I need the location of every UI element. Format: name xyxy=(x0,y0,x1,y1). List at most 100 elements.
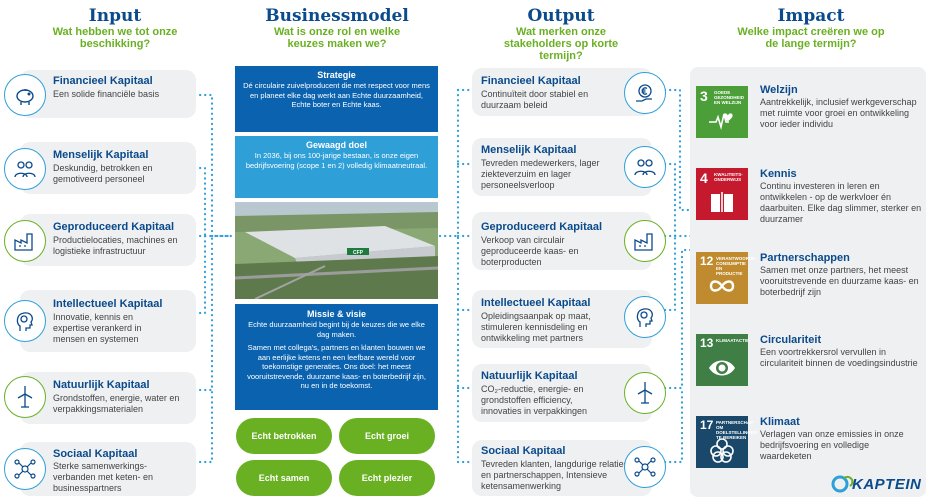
card-title: Geproduceerd Kapitaal xyxy=(481,221,603,233)
card-desc: Opleidingsaanpak op maat, stimuleren ken… xyxy=(481,311,591,343)
factory-icon xyxy=(4,220,46,262)
impact-title: Impact xyxy=(777,6,845,26)
impact-klimaat: Klimaat Verlagen van onze emissies in on… xyxy=(760,416,922,462)
impact-header: Impact Welke impact creëren we op de lan… xyxy=(700,6,922,50)
card-title: Intellectueel Kapitaal xyxy=(53,298,163,310)
network-icon xyxy=(4,448,46,490)
network-icon xyxy=(624,446,666,488)
input-card-natural: Natuurlijk Kapitaal Grondstoffen, energi… xyxy=(20,372,196,424)
output-card-natural: Natuurlijk Kapitaal CO₂-reductie, energi… xyxy=(472,364,652,422)
card-desc: Sterke samenwerkings-verbanden met keten… xyxy=(53,461,154,493)
value-pill-betrokken: Echt betrokken xyxy=(236,418,332,454)
input-subtitle: Wat hebben we tot onze beschikking? xyxy=(52,26,178,50)
card-desc: Grondstoffen, energie, water en verpakki… xyxy=(53,393,180,414)
impact-desc: Een voortrekkersrol vervullen in circula… xyxy=(760,347,918,368)
sdg-4-tile: 4 KWALITEITS-ONDERWIJS xyxy=(696,168,748,220)
sdg-12-tile: 12 VERANTWOORDE CONSUMPTIE EN PRODUCTIE xyxy=(696,252,756,304)
value-pill-groei: Echt groei xyxy=(339,418,435,454)
impact-title: Kennis xyxy=(760,168,797,180)
card-desc: Innovatie, kennis en expertise verankerd… xyxy=(53,312,142,344)
card-desc: Tevreden klanten, langdurige relaties en… xyxy=(481,459,629,491)
sdg-number: 12 xyxy=(700,254,714,268)
mission-title: Missie & visie xyxy=(306,309,367,319)
brain-head-icon xyxy=(4,300,46,342)
impact-kennis: Kennis Continu investeren in leren en on… xyxy=(760,168,922,225)
card-title: Financieel Kapitaal xyxy=(481,75,581,87)
output-header: Output Wat merken onze stakeholders op k… xyxy=(455,6,667,62)
people-icon xyxy=(624,146,666,188)
card-title: Intellectueel Kapitaal xyxy=(481,297,591,309)
sdg-number: 17 xyxy=(700,418,714,432)
sdg-label: VERANTWOORDE CONSUMPTIE EN PRODUCTIE xyxy=(716,256,756,276)
input-card-financial: Financieel Kapitaal Een solide financiël… xyxy=(20,70,196,118)
sdg-13-tile: 13 KLIMAATACTIE xyxy=(696,334,750,386)
strategy-title: Strategie xyxy=(317,70,356,80)
card-desc: Verkoop van circulair geproduceerde kaas… xyxy=(481,235,579,267)
sdg-label: PARTNERSCHAP OM DOELSTELLINGEN TE BEREIK… xyxy=(716,420,758,440)
card-desc: Deskundig, betrokken en gemotiveerd pers… xyxy=(53,163,153,184)
impact-partnerschappen: Partnerschappen Samen met onze partners,… xyxy=(760,252,922,298)
logo-text: KAPTEIN xyxy=(852,476,922,493)
book-icon xyxy=(711,192,733,212)
value-pill-plezier: Echt plezier xyxy=(339,460,435,496)
heartbeat-icon xyxy=(709,113,733,131)
brain-head-icon xyxy=(624,296,666,338)
card-title: Menselijk Kapitaal xyxy=(481,144,577,156)
strategy-box: Strategie Dé circulaire zuivelproducent … xyxy=(235,66,438,132)
input-header: Input Wat hebben we tot onze beschikking… xyxy=(20,6,210,50)
card-desc: CO₂-reductie, energie- en grondstoffen e… xyxy=(481,384,588,416)
impact-desc: Continu investeren in leren en ontwikkel… xyxy=(760,181,922,224)
output-card-produced: Geproduceerd Kapitaal Verkoop van circul… xyxy=(472,212,652,270)
output-card-intellectual: Intellectueel Kapitaal Opleidingsaanpak … xyxy=(472,290,652,348)
input-title: Input xyxy=(88,6,142,26)
infinity-icon xyxy=(709,280,735,292)
eye-globe-icon xyxy=(709,360,735,376)
output-subtitle: Wat merken onze stakeholders op korte te… xyxy=(503,26,619,62)
euro-hand-icon xyxy=(624,72,666,114)
card-title: Financieel Kapitaal xyxy=(53,75,153,87)
sdg-3-tile: 3 GOEDE GEZONDHEID EN WELZIJN xyxy=(696,86,748,138)
card-title: Menselijk Kapitaal xyxy=(53,149,149,161)
sdg-number: 13 xyxy=(700,336,714,350)
output-card-social: Sociaal Kapitaal Tevreden klanten, langd… xyxy=(472,440,652,496)
sdg-label: KWALITEITS-ONDERWIJS xyxy=(714,172,743,182)
wind-turbine-icon xyxy=(624,372,666,414)
business-header: Businessmodel Wat is onze rol en welke k… xyxy=(236,6,438,50)
kaptein-logo-icon xyxy=(831,475,854,493)
impact-title: Partnerschappen xyxy=(760,252,850,264)
impact-subtitle: Welke impact creëren we op de lange term… xyxy=(737,26,885,50)
partnership-icon xyxy=(710,438,734,463)
impact-welzijn: Welzijn Aantrekkelijk, inclusief werkgev… xyxy=(760,84,922,130)
input-card-human: Menselijk Kapitaal Deskundig, betrokken … xyxy=(20,142,196,194)
impact-title: Circulariteit xyxy=(760,334,822,346)
goal-box: Gewaagd doel In 2036, bij ons 100-jarige… xyxy=(235,136,438,198)
sdg-number: 4 xyxy=(700,170,708,186)
output-card-human: Menselijk Kapitaal Tevreden medewerkers,… xyxy=(472,138,652,196)
card-title: Geproduceerd Kapitaal xyxy=(53,221,175,233)
output-card-financial: Financieel Kapitaal Continuïteit door st… xyxy=(472,68,652,116)
mission-desc-1: Echte duurzaamheid begint bij de keuzes … xyxy=(248,320,425,339)
strategy-desc: Dé circulaire zuivelproducent die met re… xyxy=(243,81,430,109)
card-title: Natuurlijk Kapitaal xyxy=(53,379,150,391)
sdg-label: KLIMAATACTIE xyxy=(716,338,750,343)
input-card-intellectual: Intellectueel Kapitaal Innovatie, kennis… xyxy=(20,290,196,352)
mission-box: Missie & visie Echte duurzaamheid begint… xyxy=(235,304,438,410)
piggy-bank-icon xyxy=(4,74,46,116)
card-desc: Tevreden medewerkers, lager ziekteverzui… xyxy=(481,158,600,190)
photo-sign: CFP xyxy=(353,250,364,256)
input-card-produced: Geproduceerd Kapitaal Productielocaties,… xyxy=(20,214,196,266)
card-title: Sociaal Kapitaal xyxy=(481,445,566,457)
impact-desc: Samen met onze partners, het meest vooru… xyxy=(760,265,919,297)
value-pill-samen: Echt samen xyxy=(236,460,332,496)
people-icon xyxy=(4,148,46,190)
impact-desc: Aantrekkelijk, inclusief werkgeverschap … xyxy=(760,97,917,129)
goal-title: Gewaagd doel xyxy=(305,140,367,150)
business-title: Businessmodel xyxy=(265,6,409,26)
output-title: Output xyxy=(527,6,595,26)
impact-circulariteit: Circulariteit Een voortrekkersrol vervul… xyxy=(760,334,922,369)
wind-turbine-icon xyxy=(4,376,46,418)
business-subtitle: Wat is onze rol en welke keuzes maken we… xyxy=(273,26,401,50)
sdg-17-tile: 17 PARTNERSCHAP OM DOELSTELLINGEN TE BER… xyxy=(696,416,758,468)
input-card-social: Sociaal Kapitaal Sterke samenwerkings-ve… xyxy=(20,442,196,496)
card-title: Sociaal Kapitaal xyxy=(53,448,138,460)
